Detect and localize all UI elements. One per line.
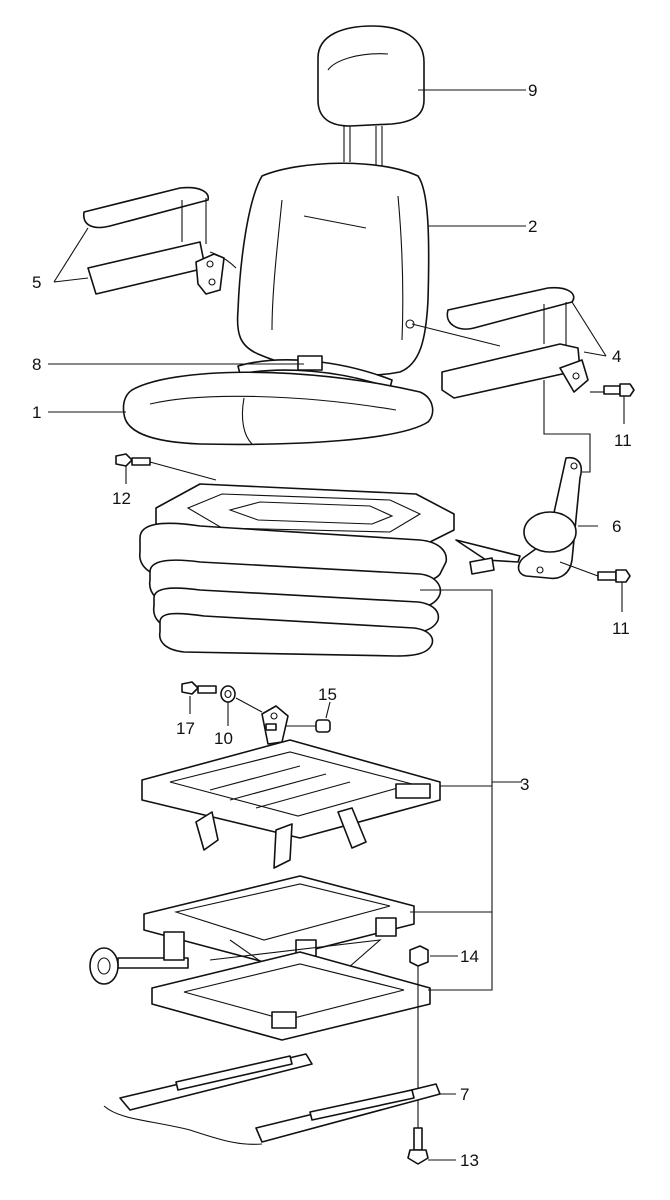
callout-17: 17 bbox=[176, 719, 195, 738]
callout-6: 6 bbox=[612, 517, 621, 536]
callout-11-lower: 11 bbox=[612, 619, 630, 638]
headrest bbox=[317, 25, 425, 166]
washer-10 bbox=[220, 685, 236, 703]
armrest-right bbox=[441, 286, 589, 399]
callout-11-upper: 11 bbox=[614, 431, 632, 450]
armrest-left bbox=[83, 186, 225, 295]
spacer-15 bbox=[315, 719, 331, 733]
bellows bbox=[139, 522, 448, 657]
nut-14 bbox=[409, 945, 429, 967]
callout-14: 14 bbox=[460, 947, 479, 966]
callout-13: 13 bbox=[460, 1151, 479, 1170]
seat-cushion bbox=[122, 371, 434, 446]
callout-4: 4 bbox=[612, 347, 621, 366]
callout-9: 9 bbox=[528, 81, 537, 100]
callout-3: 3 bbox=[520, 775, 529, 794]
backrest bbox=[236, 162, 430, 376]
adjustment-plate bbox=[455, 456, 582, 580]
bolt-upper-left bbox=[115, 453, 151, 467]
bracket-plate bbox=[261, 705, 289, 745]
bolt-upper-right bbox=[603, 383, 635, 397]
callout-12: 12 bbox=[112, 489, 131, 508]
scissor-base bbox=[143, 875, 431, 1041]
callout-2: 2 bbox=[528, 217, 537, 236]
callout-labels: 9 2 5 4 8 1 11 12 6 11 15 17 10 3 14 7 1… bbox=[32, 81, 632, 1170]
bolt-17 bbox=[181, 681, 217, 695]
slide-rails bbox=[103, 1053, 441, 1145]
callout-10: 10 bbox=[214, 729, 233, 748]
callout-1: 1 bbox=[32, 403, 41, 422]
adjustment-knob bbox=[89, 931, 189, 985]
callout-5: 5 bbox=[32, 273, 41, 292]
callout-8: 8 bbox=[32, 355, 41, 374]
middle-frame bbox=[141, 739, 441, 869]
callout-7: 7 bbox=[460, 1085, 469, 1104]
bolt-lower-right bbox=[597, 569, 631, 583]
callout-15: 15 bbox=[318, 685, 337, 704]
leader-lines bbox=[48, 89, 625, 1161]
bolt-13 bbox=[407, 1127, 429, 1165]
